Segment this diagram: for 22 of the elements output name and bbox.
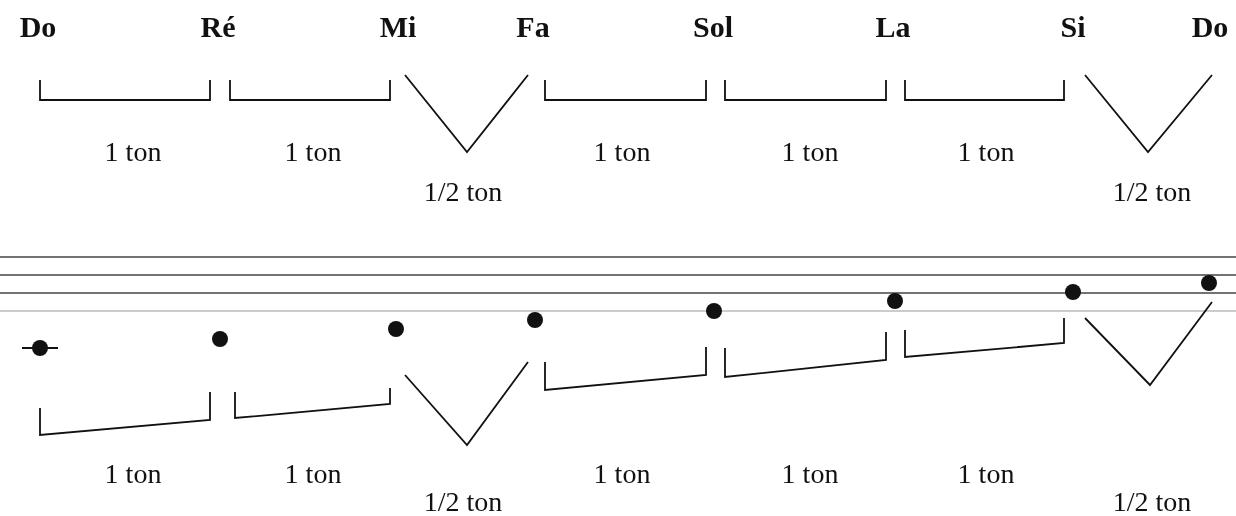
note-name: Ré (200, 12, 236, 42)
interval-label: 1 ton (957, 460, 1015, 488)
note-name: Si (1060, 12, 1086, 42)
interval-label: 1 ton (593, 460, 651, 488)
interval-label: 1/2 ton (423, 178, 503, 206)
interval-label: 1 ton (781, 460, 839, 488)
interval-label: 1 ton (104, 460, 162, 488)
interval-label: 1 ton (284, 138, 342, 166)
interval-label: 1 ton (104, 138, 162, 166)
interval-label: 1/2 ton (423, 488, 503, 516)
note-name: Do (1191, 12, 1229, 42)
note-name: Sol (693, 12, 733, 42)
note-name: Mi (379, 12, 417, 42)
interval-label: 1 ton (957, 138, 1015, 166)
note-name: Do (19, 12, 57, 42)
interval-label: 1 ton (284, 460, 342, 488)
interval-label: 1/2 ton (1112, 178, 1192, 206)
note-name: La (875, 12, 911, 42)
interval-label: 1/2 ton (1112, 488, 1192, 516)
interval-label: 1 ton (593, 138, 651, 166)
note-name: Fa (516, 12, 550, 42)
interval-label: 1 ton (781, 138, 839, 166)
